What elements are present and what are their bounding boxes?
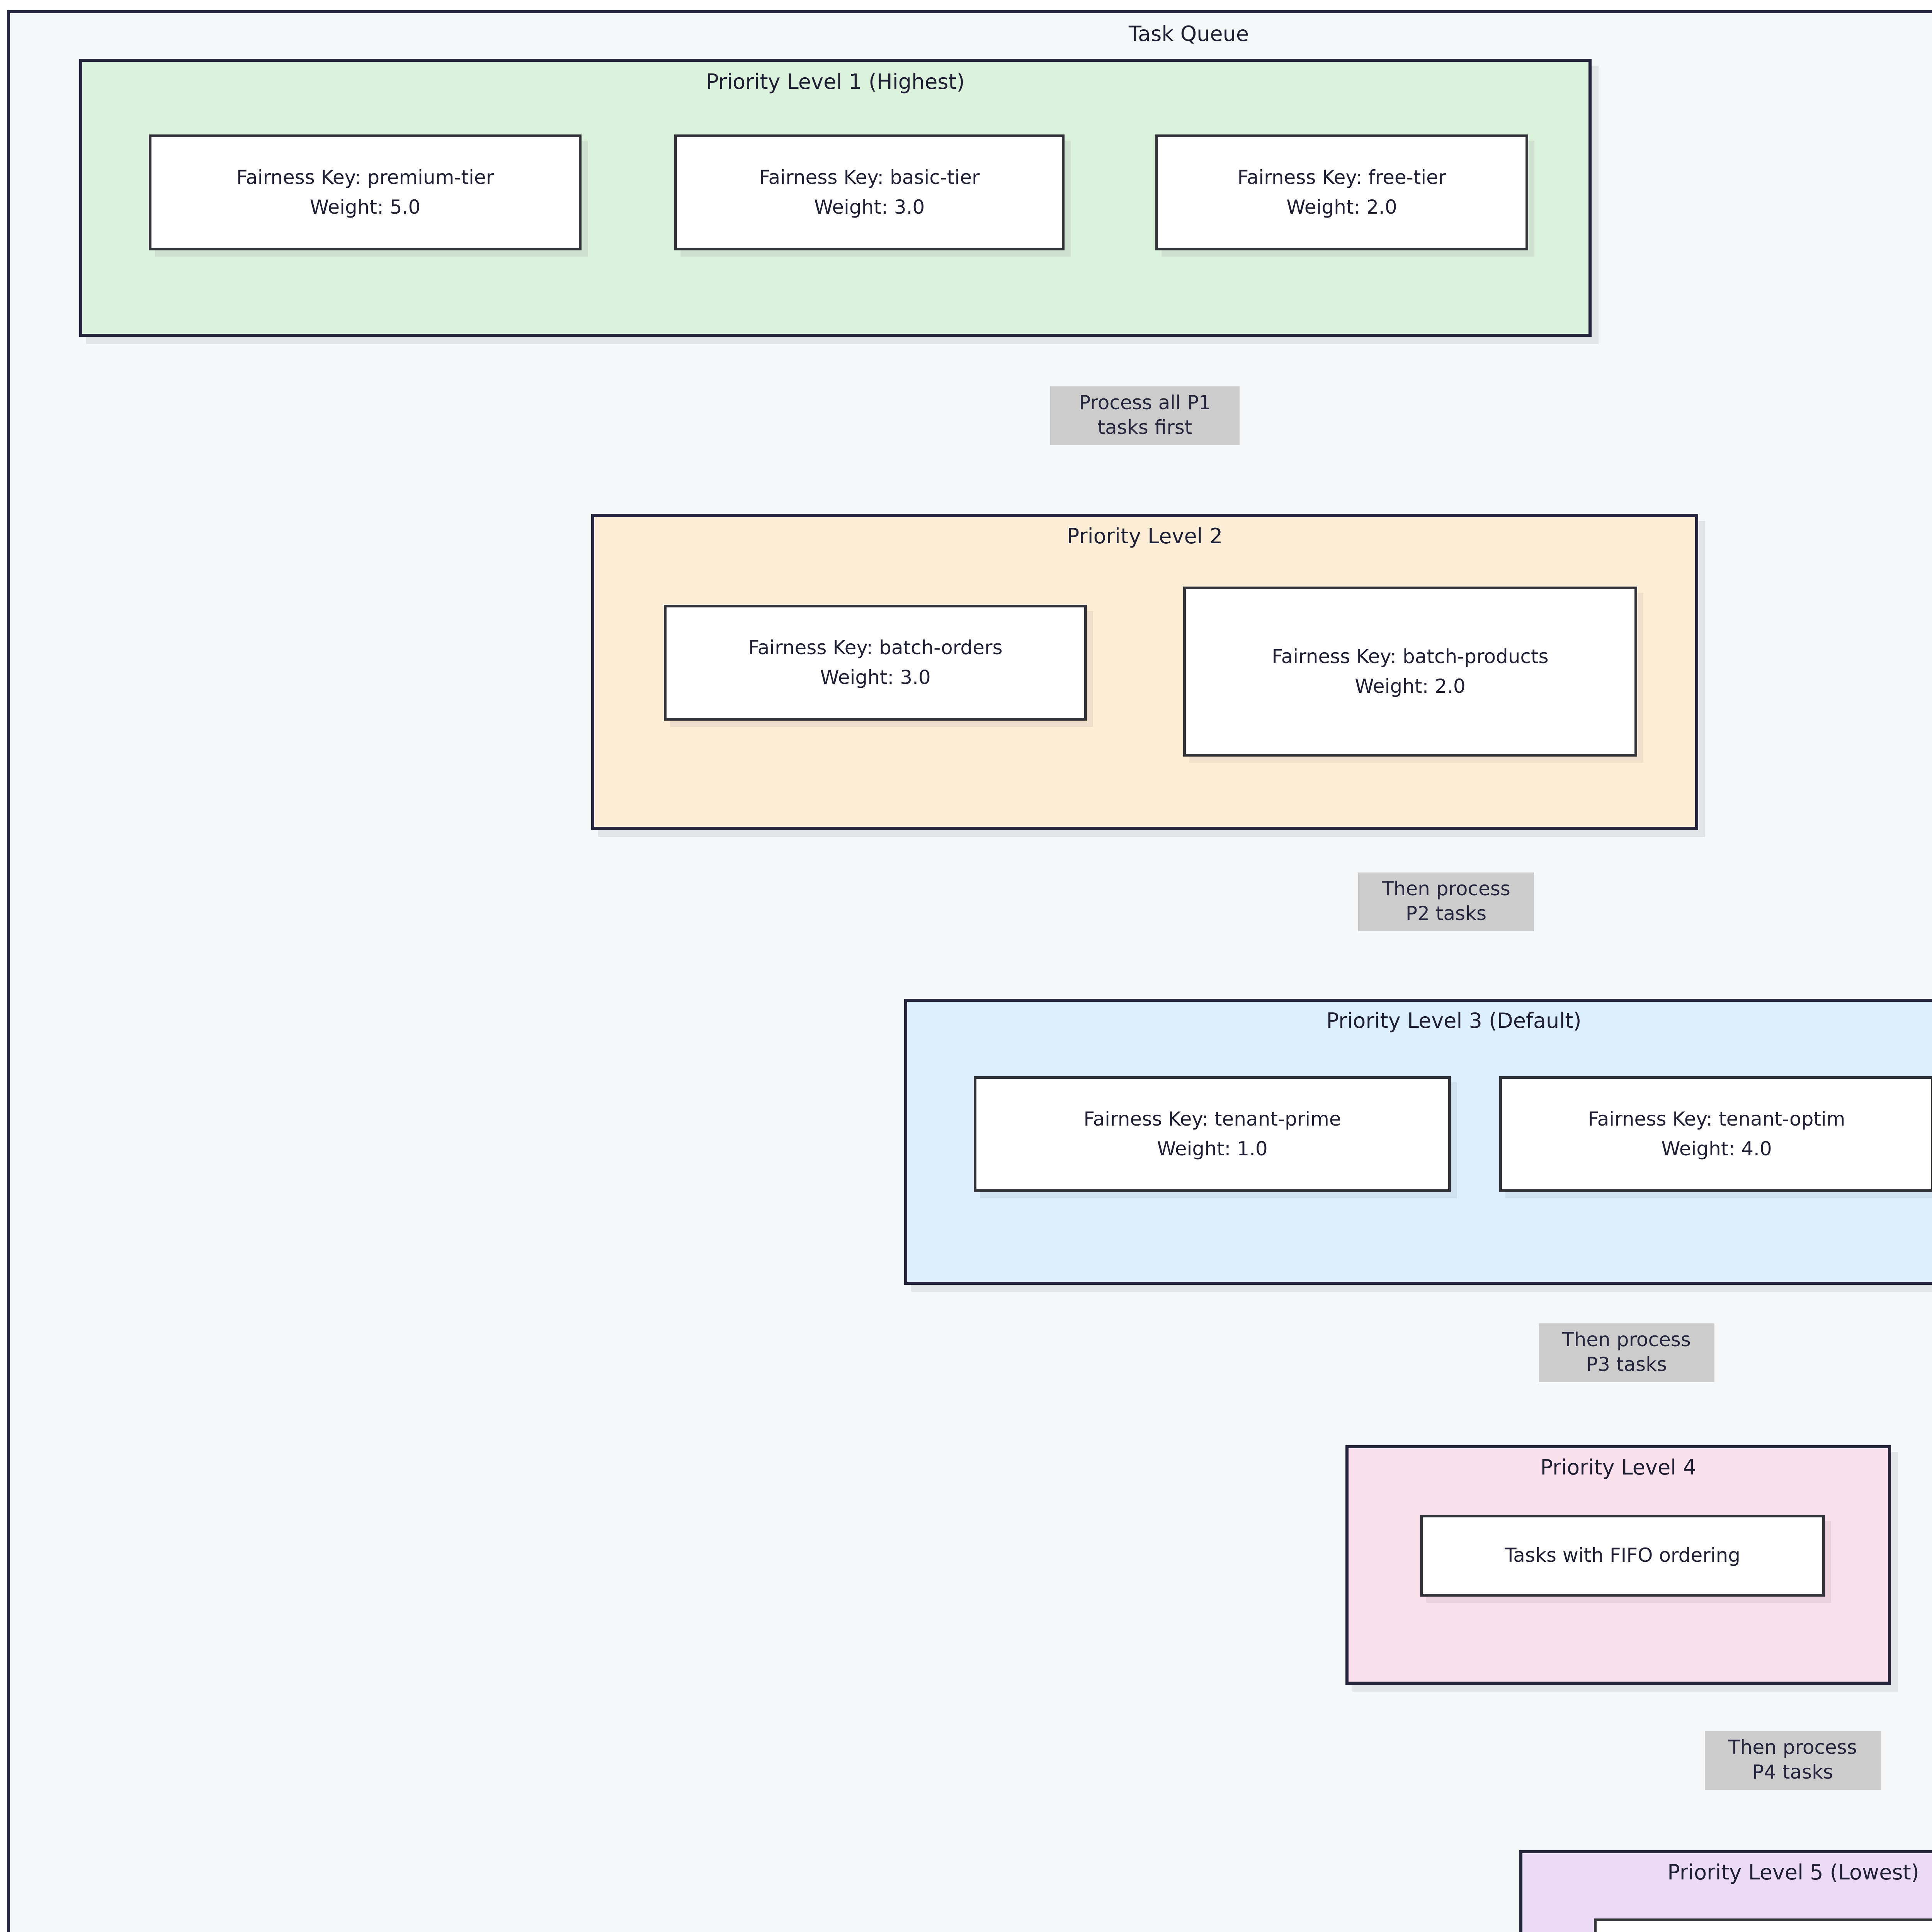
node-line-2: Weight: 3.0: [814, 196, 925, 218]
node-line-1: Fairness Key: batch-orders: [748, 636, 1003, 659]
node-line-2: Weight: 1.0: [1157, 1138, 1268, 1160]
node-p4-fifo-tasks[interactable]: Tasks with FIFO ordering: [1420, 1515, 1825, 1597]
edge-label-then-process-p3: Then process P3 tasks: [1539, 1323, 1714, 1382]
cluster-priority-level-1-title: Priority Level 1 (Highest): [706, 70, 965, 94]
edge-label-line-1: Then process: [1382, 878, 1510, 900]
node-fairness-tenant-optim[interactable]: Fairness Key: tenant-optim Weight: 4.0: [1499, 1076, 1932, 1192]
node-fairness-tenant-prime[interactable]: Fairness Key: tenant-prime Weight: 1.0: [974, 1076, 1451, 1192]
cluster-priority-level-5: [1519, 1850, 1932, 1932]
cluster-priority-level-5-title: Priority Level 5 (Lowest): [1667, 1860, 1919, 1884]
edge-label-line-2: P3 tasks: [1586, 1353, 1667, 1376]
node-line-1: Tasks with FIFO ordering: [1505, 1544, 1740, 1567]
node-fairness-basic-tier[interactable]: Fairness Key: basic-tier Weight: 3.0: [674, 134, 1065, 250]
cluster-task-queue-title: Task Queue: [1128, 22, 1249, 46]
node-line-2: Weight: 5.0: [310, 196, 421, 218]
node-fairness-batch-products[interactable]: Fairness Key: batch-products Weight: 2.0: [1183, 587, 1637, 757]
node-line-2: Weight: 2.0: [1286, 196, 1397, 218]
node-fairness-batch-orders[interactable]: Fairness Key: batch-orders Weight: 3.0: [664, 605, 1087, 721]
node-line-2: Weight: 2.0: [1355, 675, 1466, 697]
edge-label-process-all-p1: Process all P1 tasks first: [1050, 386, 1240, 445]
cluster-priority-level-2-title: Priority Level 2: [1066, 524, 1223, 548]
node-line-1: Fairness Key: batch-products: [1272, 645, 1549, 668]
node-line-1: Fairness Key: tenant-prime: [1083, 1107, 1341, 1130]
edge-label-line-1: Then process: [1728, 1736, 1857, 1759]
edge-label-then-process-p4: Then process P4 tasks: [1705, 1731, 1881, 1790]
node-line-2: Weight: 3.0: [820, 666, 931, 689]
edge-label-line-1: Then process: [1562, 1328, 1691, 1351]
node-line-2: Weight: 4.0: [1661, 1138, 1772, 1160]
edge-label-then-process-p2: Then process P2 tasks: [1358, 872, 1534, 931]
node-p5-fifo-tasks[interactable]: Tasks with FIFO ordering: [1594, 1918, 1932, 1932]
cluster-priority-level-4-title: Priority Level 4: [1540, 1455, 1696, 1480]
edge-label-line-2: P2 tasks: [1405, 902, 1487, 925]
node-line-1: Fairness Key: basic-tier: [759, 166, 980, 189]
node-fairness-free-tier[interactable]: Fairness Key: free-tier Weight: 2.0: [1155, 134, 1528, 250]
edge-label-line-1: Process all P1: [1079, 391, 1211, 414]
cluster-priority-level-3-title: Priority Level 3 (Default): [1326, 1009, 1582, 1033]
edge-label-line-2: P4 tasks: [1752, 1761, 1833, 1783]
edge-label-line-2: tasks first: [1097, 416, 1192, 439]
node-fairness-premium-tier[interactable]: Fairness Key: premium-tier Weight: 5.0: [149, 134, 582, 250]
node-line-1: Fairness Key: tenant-optim: [1588, 1107, 1845, 1130]
node-line-1: Fairness Key: free-tier: [1237, 166, 1446, 189]
node-line-1: Fairness Key: premium-tier: [236, 166, 494, 189]
